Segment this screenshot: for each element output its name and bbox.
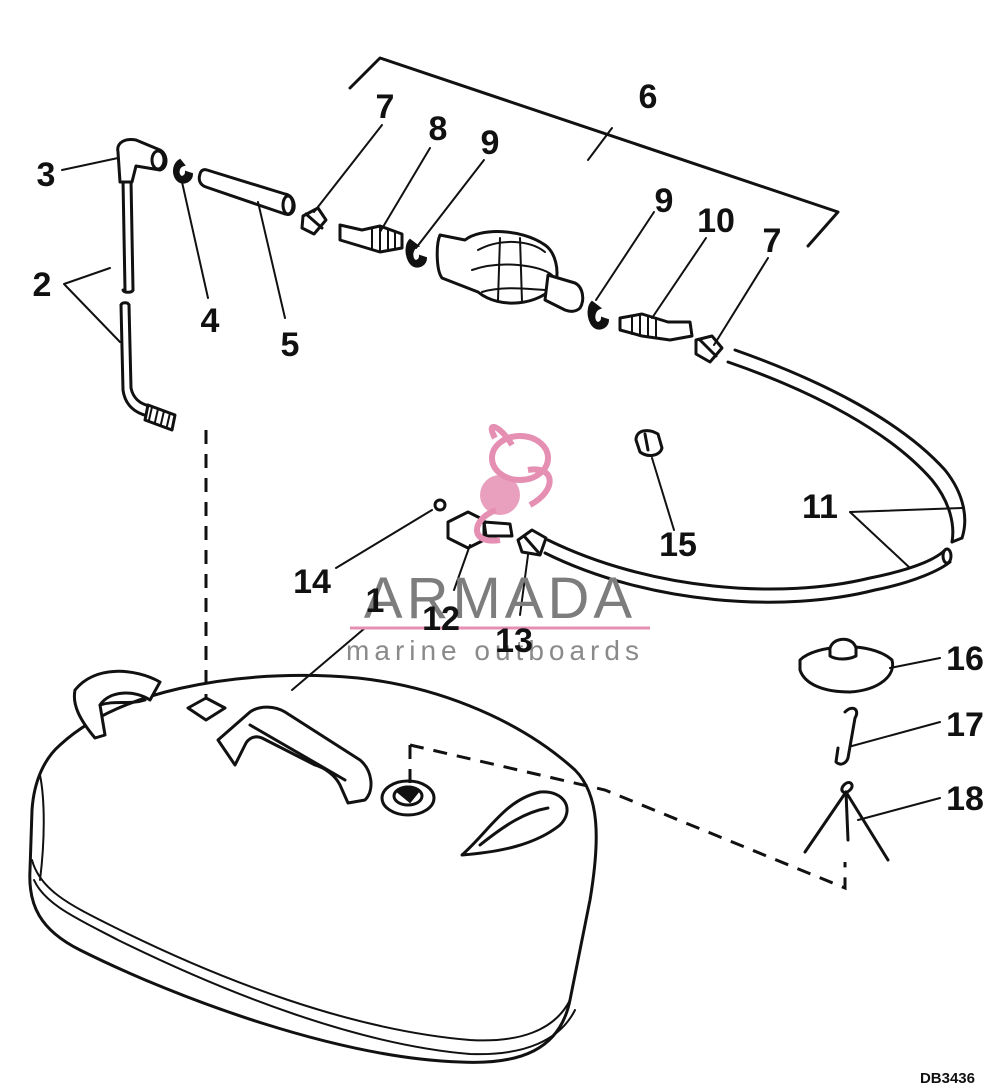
callout-14: 14 (293, 563, 331, 601)
callout-17: 17 (946, 706, 984, 744)
armada-watermark: ARMADA marine outboards (346, 424, 650, 666)
filler-cap (798, 637, 895, 694)
chain-hook (834, 706, 859, 766)
watermark-title: ARMADA (364, 566, 636, 631)
short-hose-5 (197, 168, 296, 216)
hose-clamp-13 (516, 528, 548, 557)
drawing-code: DB3436 (920, 1070, 975, 1085)
dust-cap-15 (634, 429, 664, 457)
callout-9a: 9 (481, 124, 500, 162)
callout-2: 2 (33, 266, 52, 304)
elbow-fitting (116, 138, 168, 184)
callout-10: 10 (697, 202, 735, 240)
assembly-lines (204, 430, 847, 891)
leader-lines (61, 124, 963, 821)
callout-7b: 7 (763, 222, 782, 260)
o-ring-14 (433, 498, 447, 512)
callout-18: 18 (946, 780, 984, 818)
retaining-clip-4 (173, 158, 194, 184)
callout-5: 5 (281, 326, 300, 364)
callout-15: 15 (659, 526, 697, 564)
callout-1: 1 (366, 582, 385, 620)
fuel-tank (28, 669, 598, 1064)
callout-11: 11 (802, 488, 838, 526)
callout-7a: 7 (376, 88, 395, 126)
primer-bulb-assembly (300, 56, 840, 364)
callout-6: 6 (639, 78, 658, 116)
callout-3: 3 (37, 156, 56, 194)
callout-12: 12 (422, 600, 460, 638)
retainer-spring (803, 781, 890, 862)
callout-9b: 9 (655, 182, 674, 220)
callout-numbers: 1 2 3 4 5 6 7 8 9 9 10 7 11 12 13 14 15 … (33, 78, 984, 818)
watermark-subtitle: marine outboards (346, 635, 644, 666)
callout-4: 4 (201, 302, 220, 340)
propeller-logo-icon (474, 424, 553, 544)
pickup-tube (119, 178, 177, 432)
callout-8: 8 (429, 110, 448, 148)
callout-16: 16 (946, 640, 984, 678)
callout-13: 13 (495, 622, 533, 660)
fuel-hose-11 (543, 348, 967, 604)
